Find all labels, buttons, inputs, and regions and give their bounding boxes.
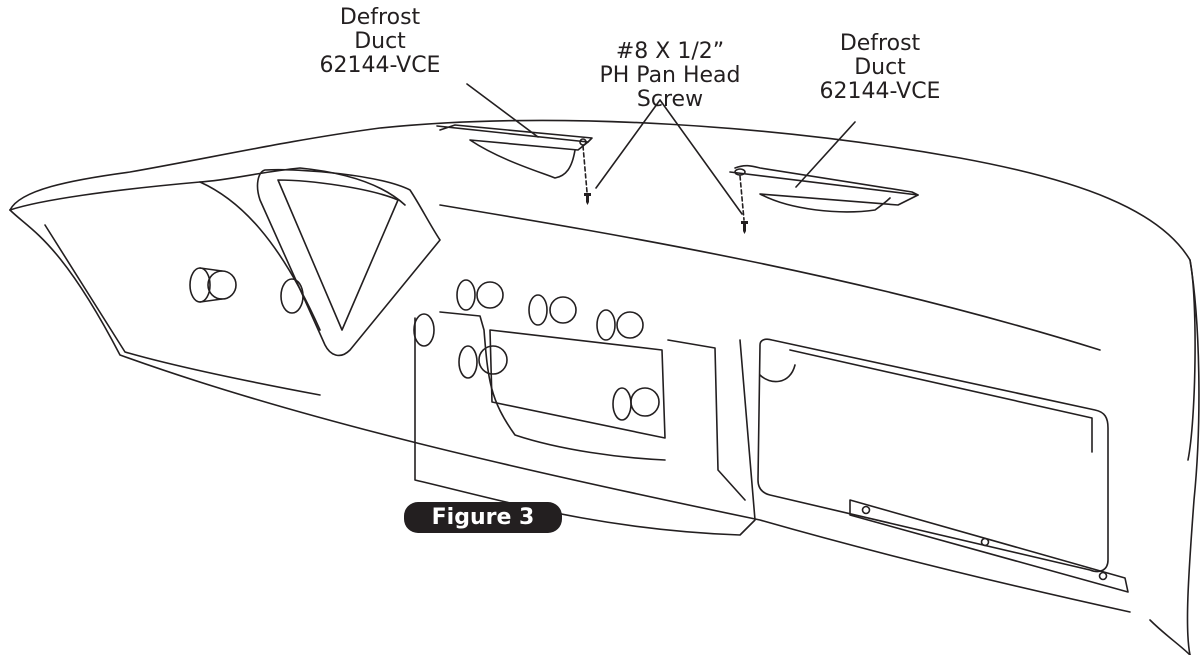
hinge-hole-3 (1098, 571, 1108, 581)
knob-upper-1-ring (476, 281, 504, 309)
dash-left-inner (199, 181, 321, 331)
knob-left-1-edge (199, 298, 223, 303)
dash-left-face (44, 224, 321, 396)
dash-outline (9, 119, 1196, 461)
glovebox-bump (759, 364, 796, 383)
label-line: Duct (354, 29, 406, 54)
defrost-duct-left-top (439, 124, 593, 143)
label-line: PH Pan Head (599, 63, 741, 88)
center-divider (667, 339, 746, 501)
leader-duct-right (795, 121, 856, 188)
defrost-duct-right (729, 171, 919, 213)
figure-label-badge: Figure 3 (404, 502, 562, 533)
knob-left-1-ring (207, 270, 237, 300)
knob-upper-3-face (596, 309, 616, 341)
dash-top-face-line (439, 204, 1101, 351)
defrost-duct-right-top (734, 164, 919, 196)
label-line: Defrost (839, 31, 921, 56)
dash-left-end (9, 167, 406, 211)
knob-upper-1-face (456, 279, 476, 311)
left-vent-inner (277, 179, 399, 331)
label-line: 62144-VCE (819, 79, 941, 104)
label-screw: #8 X 1/2” PH Pan Head Screw (565, 40, 775, 112)
glovebox-outline (757, 338, 1109, 573)
knob-lower-1-ring (478, 345, 508, 375)
glovebox-inner (789, 349, 1093, 453)
label-line: Duct (854, 55, 906, 80)
center-cluster-insert-frame (439, 311, 666, 461)
knob-upper-3-ring (616, 311, 644, 339)
screw-left (584, 193, 591, 205)
label-defrost-duct-left: Defrost Duct 62144-VCE (280, 6, 480, 78)
leader-screw-left (595, 99, 661, 189)
left-vent-outline (256, 168, 441, 357)
knob-upper-2-face (528, 294, 548, 326)
leader-duct-left (466, 83, 539, 138)
screw-right (741, 221, 748, 234)
label-line: Defrost (339, 5, 421, 30)
duct-right-screw-hole (734, 168, 746, 176)
label-line: Screw (636, 87, 704, 112)
label-defrost-duct-right: Defrost Duct 62144-VCE (780, 32, 980, 104)
hinge-hole-2 (980, 537, 990, 547)
knob-upper-2-ring (549, 296, 577, 324)
center-cluster-insert (489, 329, 666, 439)
knob-lower-2-ring (630, 387, 660, 417)
dash-right-curve (1149, 619, 1191, 655)
label-line: 62144-VCE (319, 53, 441, 78)
label-line: #8 X 1/2” (615, 39, 725, 64)
knob-left-1-face (189, 267, 211, 303)
glovebox-hinge-strip (849, 499, 1129, 593)
screw-right-guide (739, 175, 745, 221)
screw-left-guide (582, 145, 588, 193)
dash-lower-edge (9, 209, 1131, 613)
knob-left-1-edge (199, 267, 223, 272)
knob-lower-2-face (612, 387, 632, 421)
leader-screw-right (659, 99, 743, 215)
center-hole (413, 313, 435, 347)
left-hole (280, 278, 304, 314)
hinge-hole-1 (861, 505, 871, 515)
knob-lower-1-face (458, 345, 478, 379)
defrost-duct-left (436, 125, 589, 179)
center-cluster-outline (414, 317, 756, 536)
duct-left-screw-hole (579, 138, 587, 146)
dash-right-end (1186, 259, 1200, 655)
